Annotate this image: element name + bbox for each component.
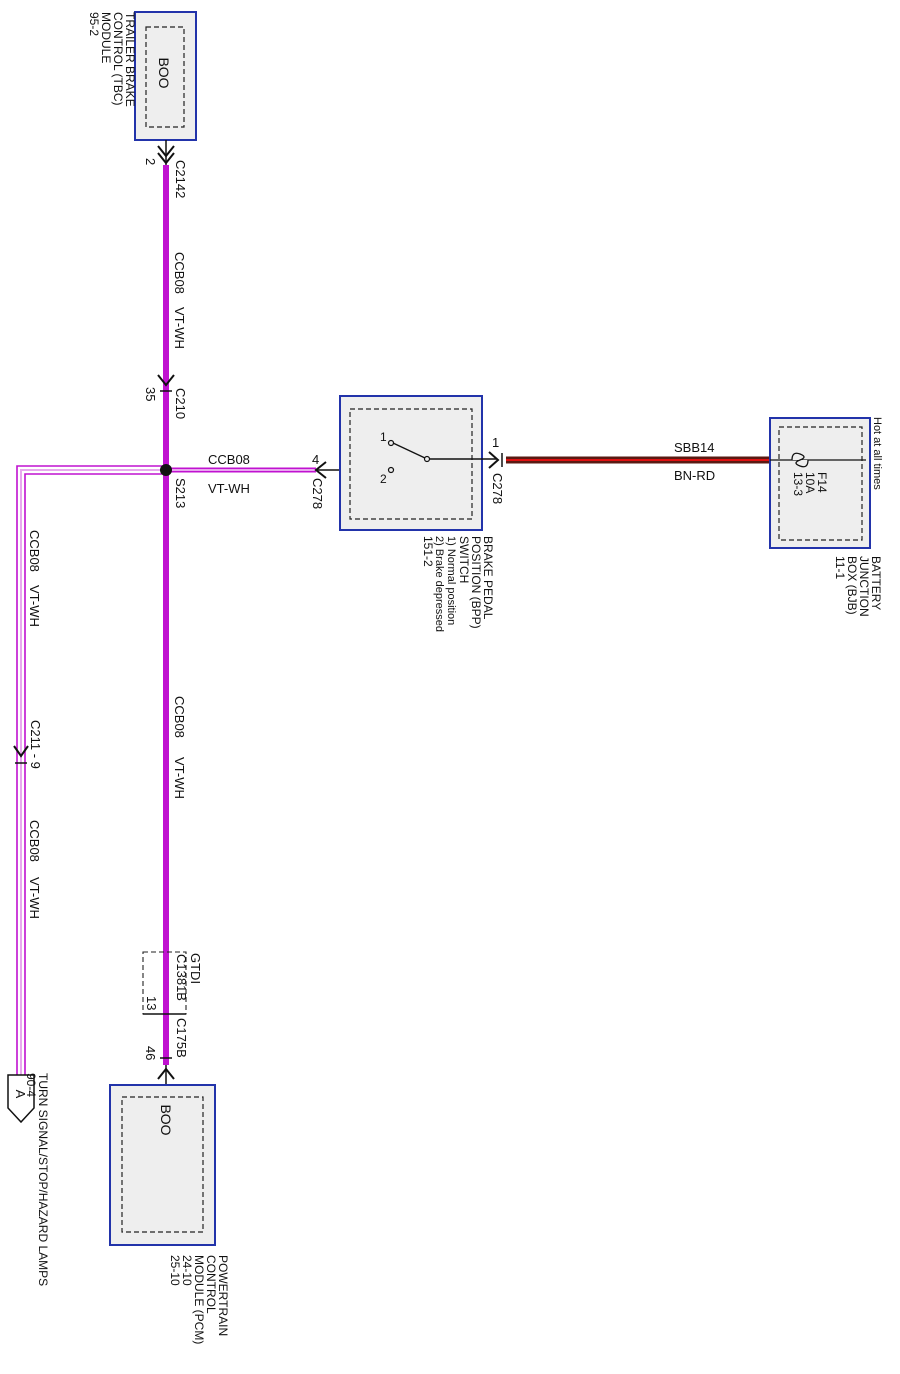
turn-signal-line2: 90-4 <box>24 1073 38 1097</box>
c2142-pin: 2 <box>143 158 158 165</box>
bjb-label: BATTERY JUNCTION BOX (BJB) 11-1 <box>833 556 883 617</box>
tbc-inner-label: BOO <box>156 57 172 88</box>
bpp-label-line5: 2) Brake depressed <box>433 536 445 632</box>
pcm-label-line2: CONTROL <box>204 1255 218 1314</box>
fuse-line2: 10A <box>803 472 817 493</box>
connector-c278-battery: 1 C278 <box>488 435 505 504</box>
pcm-module: BOO <box>109 1084 216 1246</box>
wire-upper-color: VT-WH <box>172 307 187 349</box>
c175b-pin: 46 <box>143 1046 158 1060</box>
fuse-icon <box>791 452 809 468</box>
connector-c175b: C175B 46 <box>143 1018 189 1085</box>
tbc-module-label: TRAILER BRAKE CONTROL (TBC) MODULE 95-2 <box>87 12 137 107</box>
bpp-label-line2: POSITION (BPP) <box>469 536 483 629</box>
c278-switch-name: C278 <box>310 478 325 509</box>
wire-left-lower-color: VT-WH <box>27 877 42 919</box>
turn-signal-label: TURN SIGNAL/STOP/HAZARD LAMPS 90-4 <box>24 1073 50 1286</box>
c210-pin: 35 <box>143 387 158 401</box>
c278-switch-pin: 4 <box>312 452 319 467</box>
pcm-module-label: POWERTRAIN CONTROL MODULE (PCM) 24-10 25… <box>168 1255 230 1344</box>
bjb-label-line4: 11-1 <box>833 556 847 579</box>
splice-s213 <box>160 464 172 476</box>
tbc-label-line3: MODULE <box>99 12 113 63</box>
turn-signal-line1: TURN SIGNAL/STOP/HAZARD LAMPS <box>36 1073 50 1286</box>
splice-label: S213 <box>173 478 188 508</box>
c278-battery-pin: 1 <box>492 435 499 450</box>
wire-battery-circuit: SBB14 <box>674 440 714 455</box>
pcm-label-line5: 25-10 <box>168 1255 182 1286</box>
bpp-label-line6: 151-2 <box>421 536 435 567</box>
wire-left-upper-color: VT-WH <box>27 585 42 627</box>
bpp-pos2: 2 <box>380 472 387 486</box>
fuse-line3: 13-3 <box>791 472 805 496</box>
c175b-name: C175B <box>174 1018 189 1058</box>
hot-at-all-times: Hot at all times <box>871 417 883 490</box>
wire-upper-circuit: CCB08 <box>172 252 187 294</box>
wire-lower-circuit: CCB08 <box>172 696 187 738</box>
bjb-label-line1: BATTERY <box>869 556 883 610</box>
c2142-name: C2142 <box>173 160 188 198</box>
bpp-pos1: 1 <box>380 430 387 444</box>
pcm-label-line3: MODULE (PCM) <box>192 1255 206 1344</box>
gtdi-label: GTDI <box>188 953 203 984</box>
bjb-label-line3: BOX (BJB) <box>845 556 859 615</box>
connector-c1381b: GTDI C1381B 13 <box>142 951 203 1015</box>
pcm-inner-label: BOO <box>158 1104 174 1135</box>
bpp-switch-label: BRAKE PEDAL POSITION (BPP) SWITCH 1) Nor… <box>421 536 495 632</box>
tbc-label-line4: 95-2 <box>87 12 101 36</box>
tbc-label-line2: CONTROL (TBC) <box>111 12 125 106</box>
connector-c210: C210 35 <box>143 374 188 419</box>
c1381b-name: C1381B <box>174 954 189 1001</box>
c211-name: C211 - 9 <box>28 720 43 769</box>
bpp-label-line3: SWITCH <box>457 536 471 583</box>
tbc-label-line1: TRAILER BRAKE <box>123 12 137 107</box>
bpp-label-line4: 1) Normal position <box>445 536 457 625</box>
wire-lower-color: VT-WH <box>172 757 187 799</box>
turn-signal-connector: A <box>7 1074 35 1124</box>
turn-signal-letter: A <box>13 1090 28 1099</box>
connector-c211: C211 - 9 <box>13 720 43 769</box>
wire-battery-color: BN-RD <box>674 468 715 483</box>
wire-horizontal-color: VT-WH <box>208 481 250 496</box>
connector-c2142: C2142 2 <box>143 140 188 198</box>
c278-battery-name: C278 <box>490 473 505 504</box>
c210-name: C210 <box>173 388 188 419</box>
fuse-line1: F14 <box>815 472 829 493</box>
wire-left-upper-circuit: CCB08 <box>27 530 42 572</box>
bjb-label-line2: JUNCTION <box>857 556 871 617</box>
pcm-label-line4: 24-10 <box>180 1255 194 1286</box>
c1381b-pin: 13 <box>144 996 159 1010</box>
bpp-switch: 1 2 <box>339 395 496 531</box>
wire-left-lower-circuit: CCB08 <box>27 820 42 862</box>
bpp-label-line1: BRAKE PEDAL <box>481 536 495 620</box>
connector-c278-switch: 4 C278 <box>310 452 390 509</box>
pcm-label-line1: POWERTRAIN <box>216 1255 230 1336</box>
wire-left-branch <box>16 465 166 1075</box>
battery-junction-box: F14 10A 13-3 Hot at all times <box>769 417 883 549</box>
wire-horizontal-circuit: CCB08 <box>208 452 250 467</box>
tbc-module: BOO <box>134 11 197 141</box>
